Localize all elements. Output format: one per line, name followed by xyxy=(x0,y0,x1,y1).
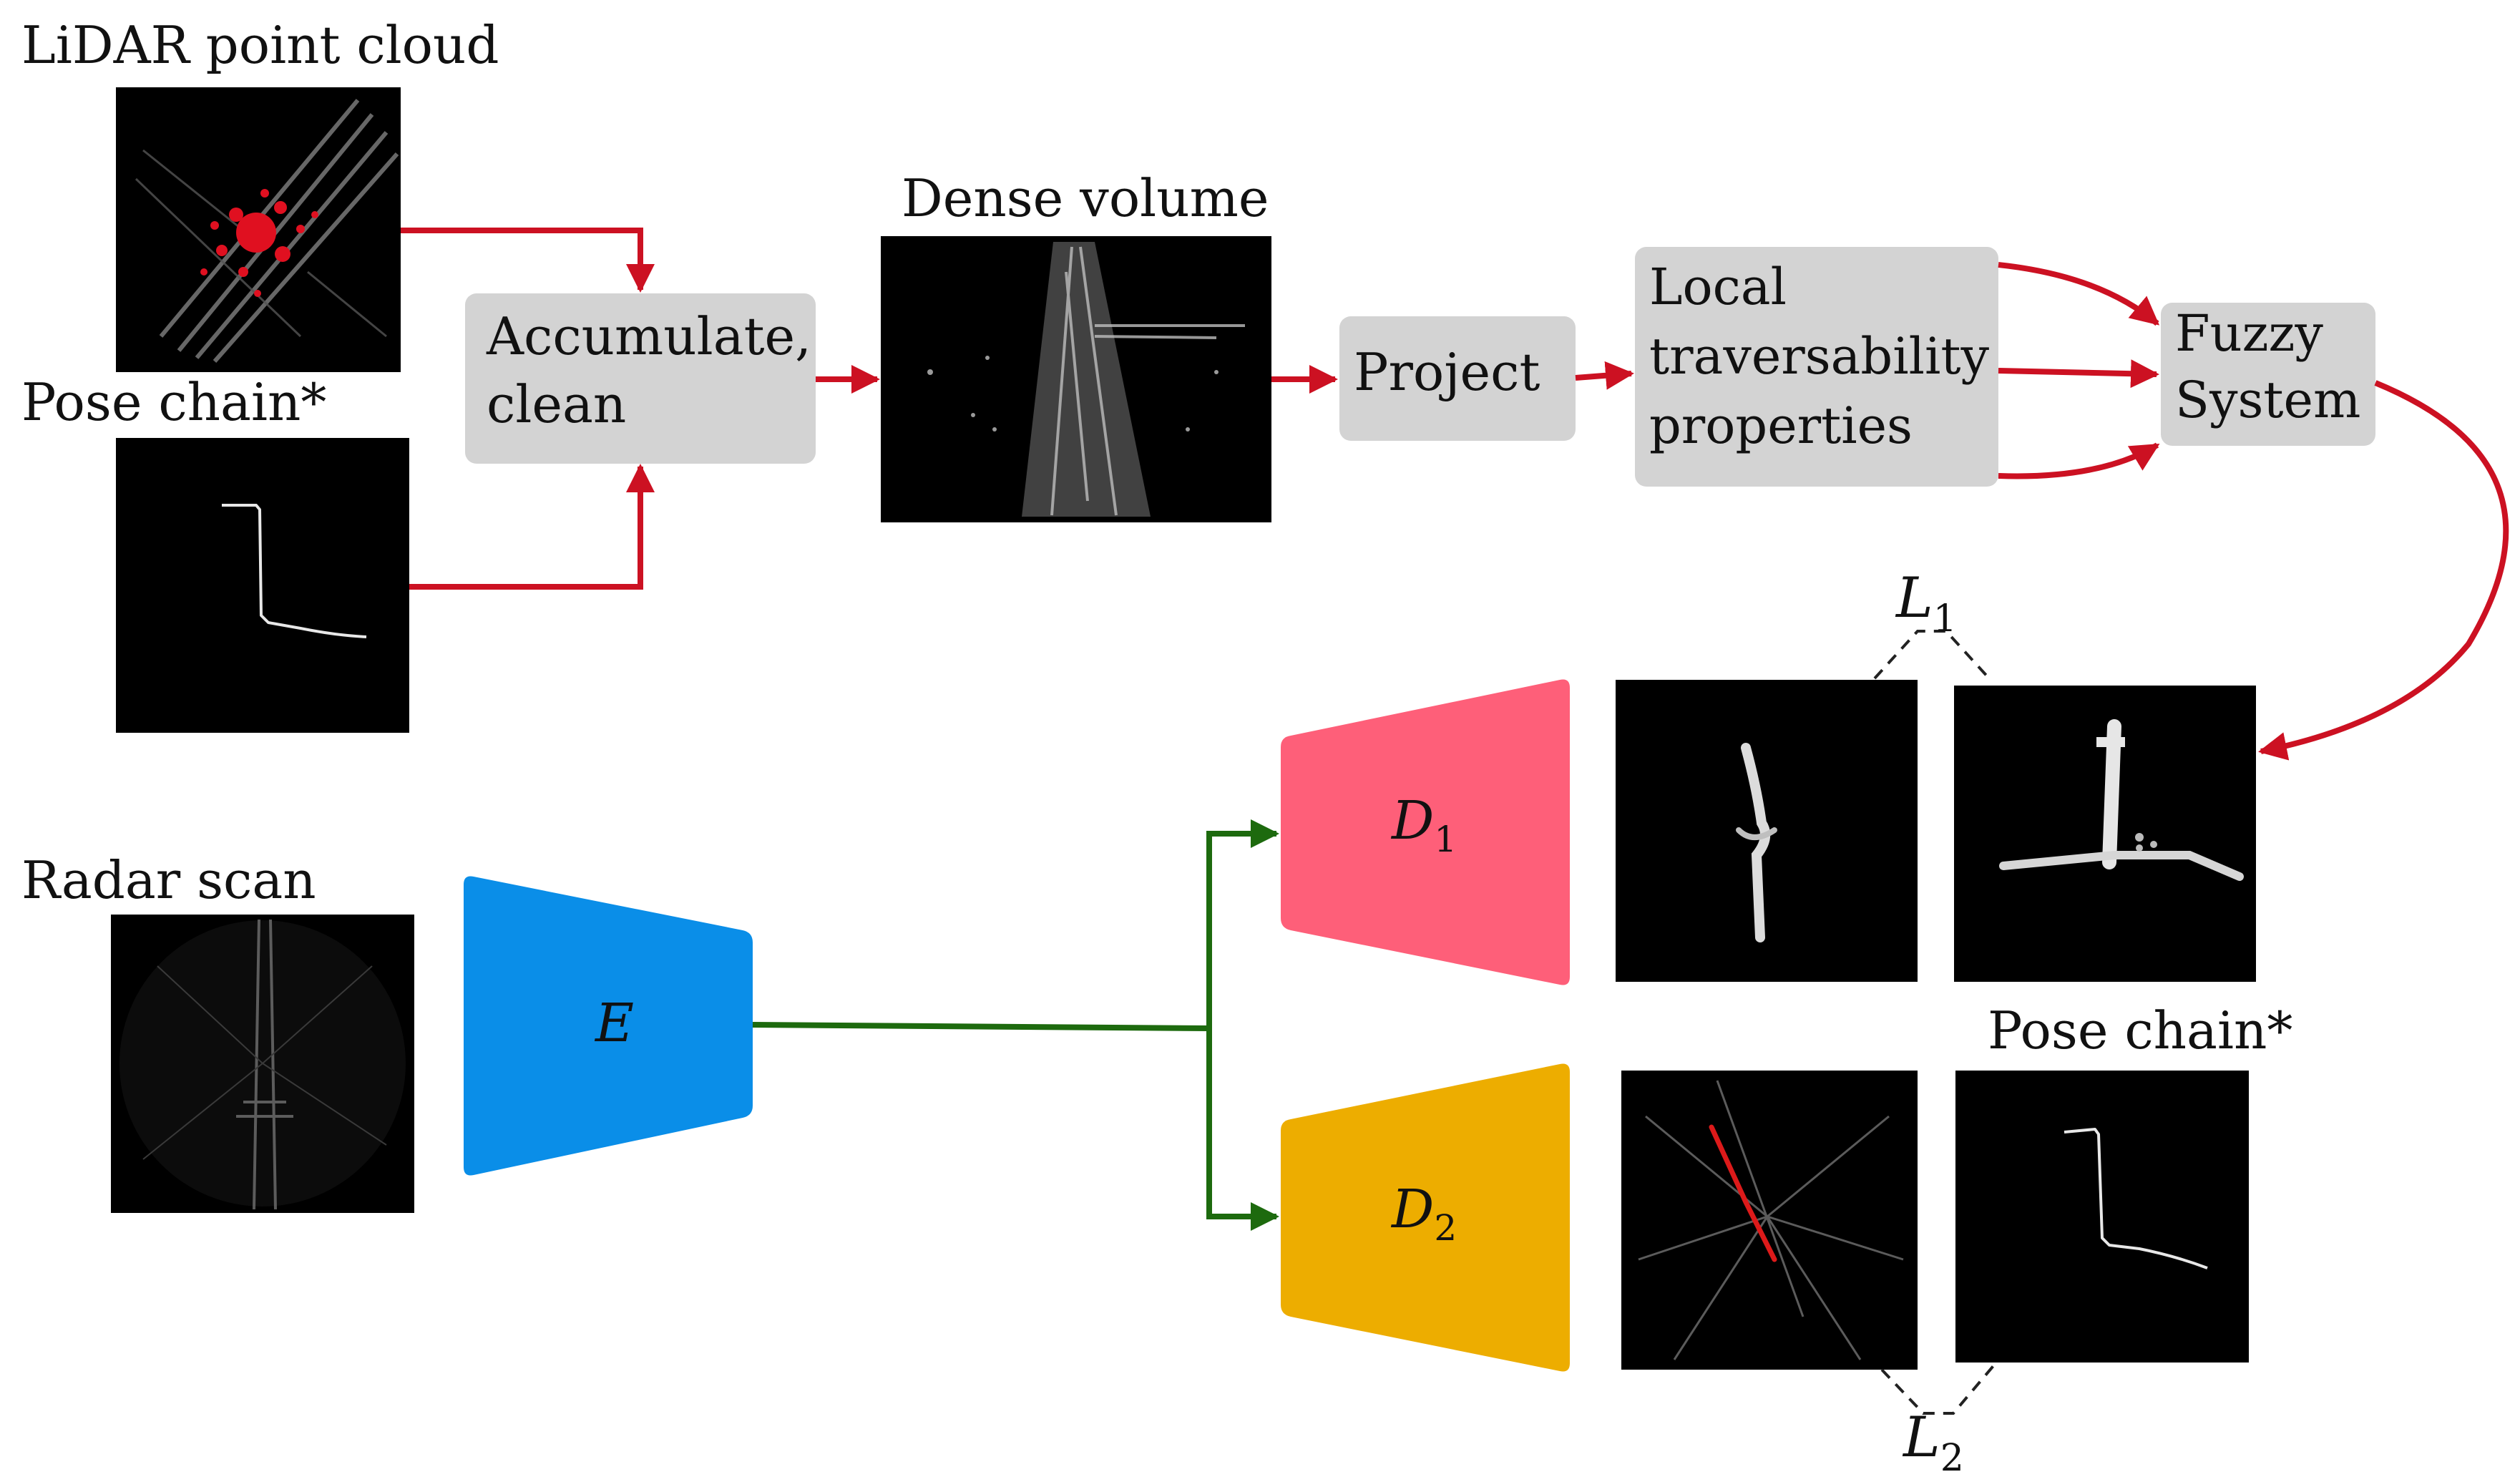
red-arrows xyxy=(401,228,2509,761)
pose-chain-bottom-image xyxy=(1955,1071,2249,1363)
arrow-lidar-to-accumulate xyxy=(401,228,655,293)
fuzzy-label-line2: System xyxy=(2175,371,2360,429)
decoder2-output-image xyxy=(1621,1071,1918,1370)
radar-scan-label: Radar scan xyxy=(21,850,316,910)
loss-connectors xyxy=(1873,630,1998,1415)
arrow-split-to-decoder2 xyxy=(1206,1028,1279,1231)
loss2-label: L2 xyxy=(1902,1405,1964,1477)
local-traversability-box: Local traversability properties xyxy=(1635,247,1998,487)
lidar-point-cloud-image xyxy=(116,87,401,372)
local-label-line3: properties xyxy=(1649,396,1913,455)
pose-chain-top-label: Pose chain* xyxy=(21,372,326,432)
arrow-split-to-decoder1 xyxy=(1206,819,1279,1028)
accumulate-label-line1: Accumulate, xyxy=(486,306,811,366)
dense-volume-image xyxy=(881,236,1271,522)
traversability-label-image xyxy=(1954,686,2256,982)
green-arrows xyxy=(752,819,1279,1231)
accumulate-label-line2: clean xyxy=(487,374,626,434)
lidar-point-cloud-label: LiDAR point cloud xyxy=(21,15,499,75)
arrow-local-to-fuzzy-top xyxy=(1998,262,2160,326)
decoder1-output-image xyxy=(1616,680,1918,982)
decoder1-block: D1 xyxy=(1281,679,1570,985)
accumulate-clean-box: Accumulate, clean xyxy=(465,293,816,464)
decoder2-block: D2 xyxy=(1281,1063,1570,1372)
encoder-block: E xyxy=(464,876,753,1176)
pose-chain-bottom-label: Pose chain* xyxy=(1988,1000,2292,1061)
radar-scan-image xyxy=(111,915,414,1213)
arrow-local-to-fuzzy-bottom xyxy=(1998,442,2160,479)
arrow-encoder-to-split xyxy=(752,1022,1210,1031)
arrow-pose-to-accumulate xyxy=(409,464,655,590)
pose-chain-top-image xyxy=(116,438,409,733)
loss1-connector xyxy=(1873,630,1991,680)
dense-volume-label: Dense volume xyxy=(902,168,1269,228)
arrow-local-to-fuzzy-mid xyxy=(1998,359,2159,389)
local-label-line2: traversability xyxy=(1649,327,1990,386)
encoder-label: E xyxy=(594,993,634,1054)
loss1-label: L1 xyxy=(1895,566,1957,640)
fuzzy-system-box: Fuzzy System xyxy=(2161,303,2375,446)
fuzzy-label-line1: Fuzzy xyxy=(2175,304,2323,363)
project-box: Project xyxy=(1339,316,1576,441)
arrow-fuzzy-to-label xyxy=(2258,380,2509,761)
decoder1-label: D1 xyxy=(1390,790,1457,860)
loss2-connector xyxy=(1880,1361,1998,1415)
decoder2-label: D2 xyxy=(1390,1179,1457,1249)
project-label: Project xyxy=(1354,342,1540,402)
local-label-line1: Local xyxy=(1649,258,1787,316)
arrow-project-to-local xyxy=(1575,361,1634,390)
